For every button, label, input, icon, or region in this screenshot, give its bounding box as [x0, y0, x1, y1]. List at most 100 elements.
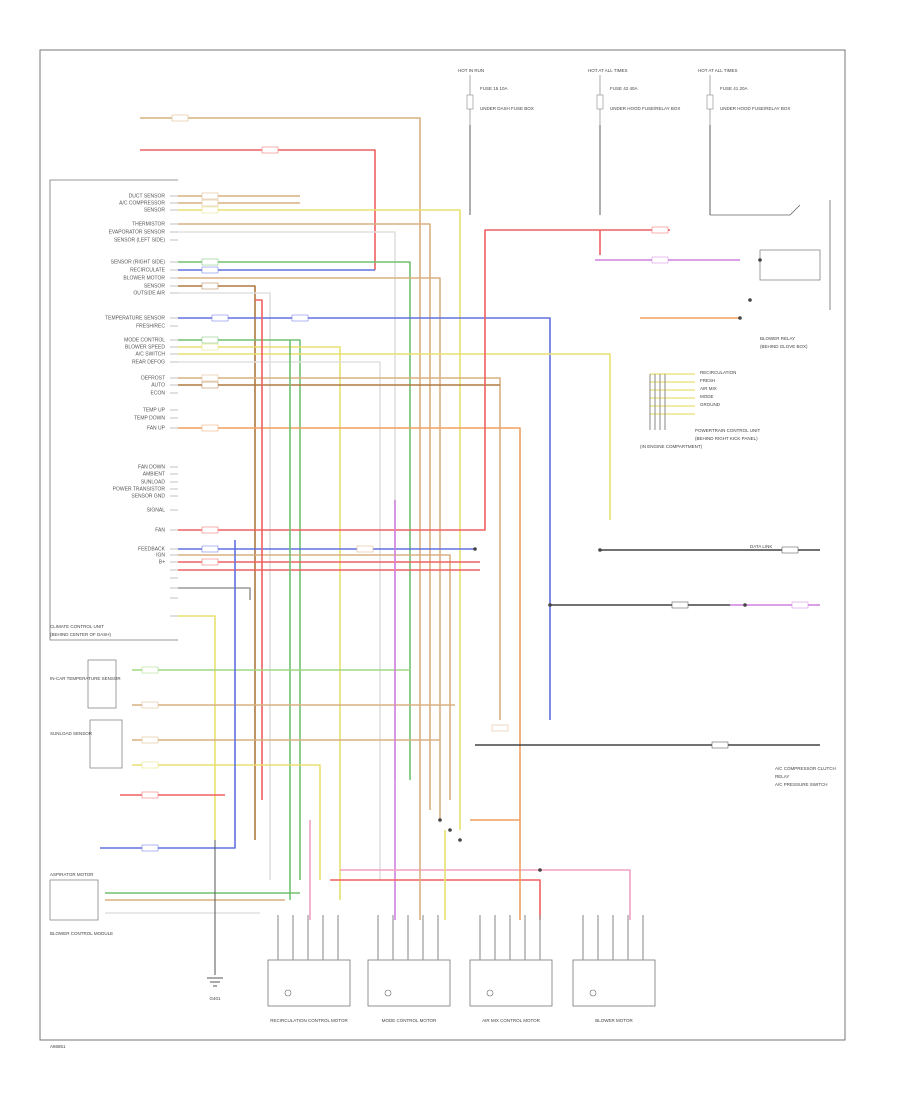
right-label: (BEHIND RIGHT KICK PANEL) [695, 436, 758, 441]
sensor-box [87, 659, 117, 709]
connector-group-label: (BEHIND CENTER OF DASH) [50, 632, 112, 637]
wire-tag [791, 601, 809, 609]
right-label: POWERTRAIN CONTROL UNIT [695, 428, 761, 433]
ground-label: G401 [209, 996, 221, 1001]
module-label: BLOWER CONTROL MODULE [50, 931, 113, 936]
bottom-component-label: BLOWER MOTOR [595, 1018, 633, 1023]
pin-label: TEMPERATURE SENSOR [105, 316, 165, 322]
wire-tag [171, 114, 189, 122]
pin-label: SENSOR (RIGHT SIDE) [111, 260, 166, 266]
wire-gray [178, 587, 251, 600]
wire-green [178, 261, 411, 780]
wire-tag [201, 526, 219, 534]
bottom-component-label: AIR MIX CONTROL MOTOR [482, 1018, 541, 1023]
pin-label: RECIRCULATE [130, 268, 166, 274]
bottom-component-box [469, 959, 553, 1007]
wire-orange [178, 427, 521, 820]
fuse-location: UNDER HOOD FUSE/RELAY BOX [720, 106, 790, 111]
fuse-icon [466, 94, 474, 110]
fuse-rating: FUSE 42 40A [610, 86, 638, 91]
wire-yellow [132, 764, 321, 880]
pin-label: FAN [155, 528, 165, 534]
pin-label: AMBIENT [143, 472, 165, 478]
pin-label: A/C SWITCH [136, 352, 166, 358]
wire-tan [178, 277, 441, 820]
pin-label: BLOWER MOTOR [123, 276, 165, 282]
wire-white [178, 292, 271, 880]
sensor-label: SUNLOAD SENSOR [50, 731, 93, 736]
wire-tag [201, 545, 219, 553]
wire-tag [291, 314, 309, 322]
wire-red [140, 149, 376, 270]
wire-tag [711, 741, 729, 749]
wire-tag [141, 736, 159, 744]
wire-orange [470, 819, 521, 920]
wire-tan [178, 554, 451, 800]
connector-outline [49, 179, 178, 641]
footer-code: A86851 [50, 1044, 66, 1049]
diagram-frame [39, 49, 846, 1041]
right-label: BLOWER RELAY [760, 336, 795, 341]
motor-icon [486, 989, 494, 997]
fuse-title: HOT AT ALL TIMES [588, 68, 628, 73]
pin-label: OUTSIDE AIR [133, 291, 165, 297]
fuse-title: HOT IN RUN [458, 68, 484, 73]
motor-icon [384, 989, 392, 997]
pin-label: DUCT SENSOR [129, 194, 166, 200]
right-label: RECIRCULATION [700, 370, 736, 375]
fuse-rating: FUSE 15 10A [480, 86, 508, 91]
wire-red [178, 229, 670, 531]
wire-tan [178, 377, 501, 720]
relay-switch [710, 204, 801, 216]
pin-label: TEMP DOWN [134, 416, 165, 422]
right-label: A/C PRESSURE SWITCH [775, 782, 828, 787]
wire-tag [491, 724, 509, 732]
motor-box [49, 879, 99, 921]
bottom-component-label: MODE CONTROL MOTOR [382, 1018, 437, 1023]
splice-dot [473, 547, 477, 551]
wire-tag [201, 336, 219, 344]
wire-tag [141, 701, 159, 709]
pin-label: SUNLOAD [141, 480, 166, 486]
pin-label: MODE CONTROL [124, 338, 165, 344]
wire-tag [141, 761, 159, 769]
pin-label: FAN UP [147, 426, 166, 432]
relay-coil [759, 249, 821, 281]
right-label: GROUND [700, 402, 721, 407]
wire-tag [356, 545, 374, 553]
pin-label: ECON [151, 391, 166, 397]
pin-label: FAN DOWN [138, 465, 165, 471]
wire-group [100, 114, 820, 920]
pin-label: B+ [159, 560, 165, 566]
wire-tag [201, 343, 219, 351]
wire-tag [651, 256, 669, 264]
wire-tag [201, 381, 219, 389]
wire-tag [211, 314, 229, 322]
pin-label: POWER TRANSISTOR [113, 487, 166, 493]
pin-label: DEFROST [141, 376, 165, 382]
wire-tag [201, 282, 219, 290]
pin-label: FRESH/REC [136, 324, 165, 330]
pin-label: SENSOR [144, 208, 166, 214]
bottom-component-box [267, 959, 351, 1007]
pin-label: FEEDBACK [138, 547, 166, 553]
wire-yellow [178, 353, 611, 520]
bottom-component-box [572, 959, 656, 1007]
splice-dot [548, 603, 552, 607]
wire-green [178, 339, 301, 880]
fuse-rating: FUSE 41 20A [720, 86, 748, 91]
wire-tan [178, 223, 431, 810]
motor-label: ASPIRATOR MOTOR [50, 872, 94, 877]
pin-label: BLOWER SPEED [125, 345, 165, 351]
pin-label: TEMP UP [143, 408, 166, 414]
connector-group-label: CLIMATE CONTROL UNIT [50, 624, 104, 629]
pin-label: IGN [156, 553, 165, 559]
splice-dot [743, 603, 747, 607]
pin-label: A/C COMPRESSOR [119, 201, 165, 207]
wire-tag [141, 844, 159, 852]
wire-yellow [178, 615, 216, 840]
motor-icon [589, 989, 597, 997]
right-label: AIR MIX [700, 386, 717, 391]
